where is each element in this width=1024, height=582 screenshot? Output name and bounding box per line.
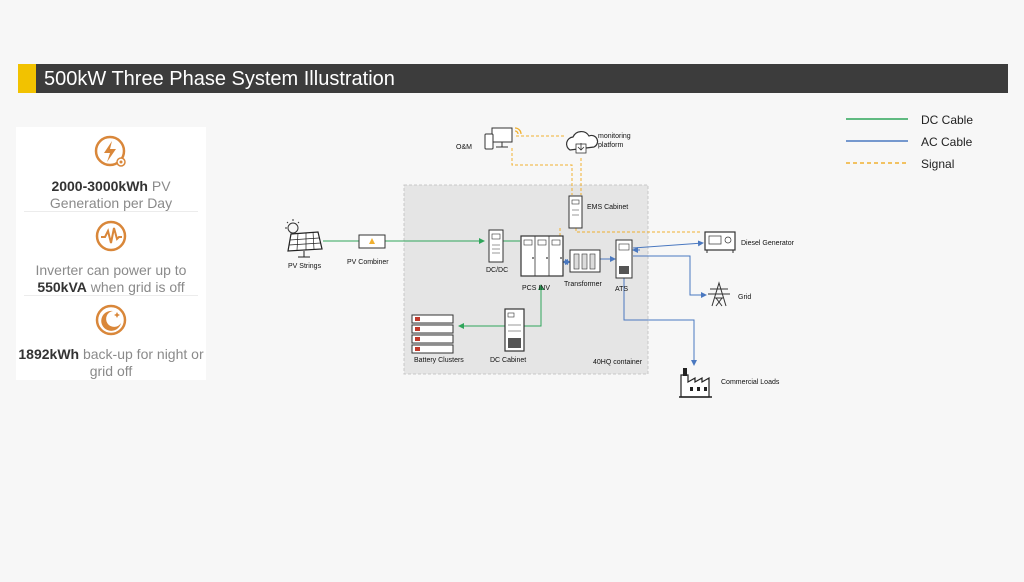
title-accent: [18, 64, 36, 93]
pcs-inv-label: PCS INV: [522, 285, 550, 292]
ems-cabinet: EMS Cabinet: [568, 195, 628, 229]
power-tower-icon: [708, 281, 730, 307]
dcdc-cabinet-icon: [488, 229, 504, 263]
om-label: O&M: [456, 144, 472, 151]
dcdc-label: DC/DC: [486, 267, 508, 274]
pcs-inverter: PCS INV: [520, 235, 564, 292]
signal-lines: [511, 135, 700, 240]
dc-lines: [323, 238, 544, 329]
ats-label: ATS: [615, 286, 628, 293]
battery-clusters: Battery Clusters: [411, 314, 464, 364]
title-bar: 500kW Three Phase System Illustration: [18, 64, 1008, 93]
ems-cabinet-label: EMS Cabinet: [587, 204, 628, 211]
legend-dc-label: DC Cable: [921, 113, 973, 127]
transformer-label: Transformer: [564, 281, 603, 288]
feature-text: 2000-3000kWh PV Generation per Day: [49, 178, 173, 211]
feature-divider: [24, 211, 198, 212]
pv-strings-label: PV Strings: [288, 263, 322, 270]
lightning-icon: [94, 135, 126, 167]
waveform-icon: [95, 220, 127, 252]
transformer: Transformer: [564, 249, 603, 288]
page-title: 500kW Three Phase System Illustration: [44, 68, 395, 90]
dc-cabinet: DC Cabinet: [490, 308, 526, 364]
legend-signal-label: Signal: [921, 157, 954, 171]
monitoring-platform: monitoring platform: [565, 131, 631, 154]
commercial-loads: Commercial Loads: [679, 368, 780, 398]
om: O&M: [456, 127, 522, 151]
ac-lines: [562, 240, 707, 366]
legend-ac-label: AC Cable: [921, 135, 973, 149]
pv-combiner: PV Combiner: [347, 234, 389, 266]
devices-icon: [484, 127, 522, 150]
diesel-generator-label: Diesel Generator: [741, 240, 795, 247]
generator-icon: [704, 231, 736, 253]
solar-panel-icon: [285, 219, 323, 258]
pcs-cabinet-icon: [520, 235, 564, 277]
ats: ATS: [615, 239, 633, 293]
monitoring-label-line2: platform: [598, 142, 623, 149]
factory-icon: [679, 368, 712, 398]
cloud-icon: [565, 131, 599, 154]
monitoring-label-line1: monitoring: [598, 133, 631, 140]
commercial-loads-label: Commercial Loads: [721, 379, 780, 386]
features-panel: 2000-3000kWh PV Generation per Day Inver…: [16, 127, 206, 380]
feature-divider: [24, 295, 198, 296]
grid-label: Grid: [738, 294, 751, 301]
moon-icon: [95, 304, 127, 336]
feature-text: Inverter can power up to 550kVA when gri…: [35, 262, 187, 295]
battery-rack-icon: [411, 314, 454, 354]
feature-text: 1892kWh back-up for night or grid off: [18, 346, 204, 379]
ems-cabinet-icon: [568, 195, 583, 229]
legend: DC Cable AC Cable Signal: [846, 113, 973, 171]
warning-icon: [369, 238, 375, 244]
diesel-generator: Diesel Generator: [704, 231, 795, 253]
container-label: 40HQ container: [593, 359, 643, 366]
battery-clusters-label: Battery Clusters: [414, 357, 464, 364]
pv-strings: PV Strings: [285, 219, 323, 270]
dc-cabinet-label: DC Cabinet: [490, 357, 526, 364]
grid: Grid: [708, 281, 751, 307]
wifi-icon: [514, 127, 522, 135]
dcdc-converter: DC/DC: [486, 229, 508, 274]
pv-combiner-label: PV Combiner: [347, 259, 389, 266]
